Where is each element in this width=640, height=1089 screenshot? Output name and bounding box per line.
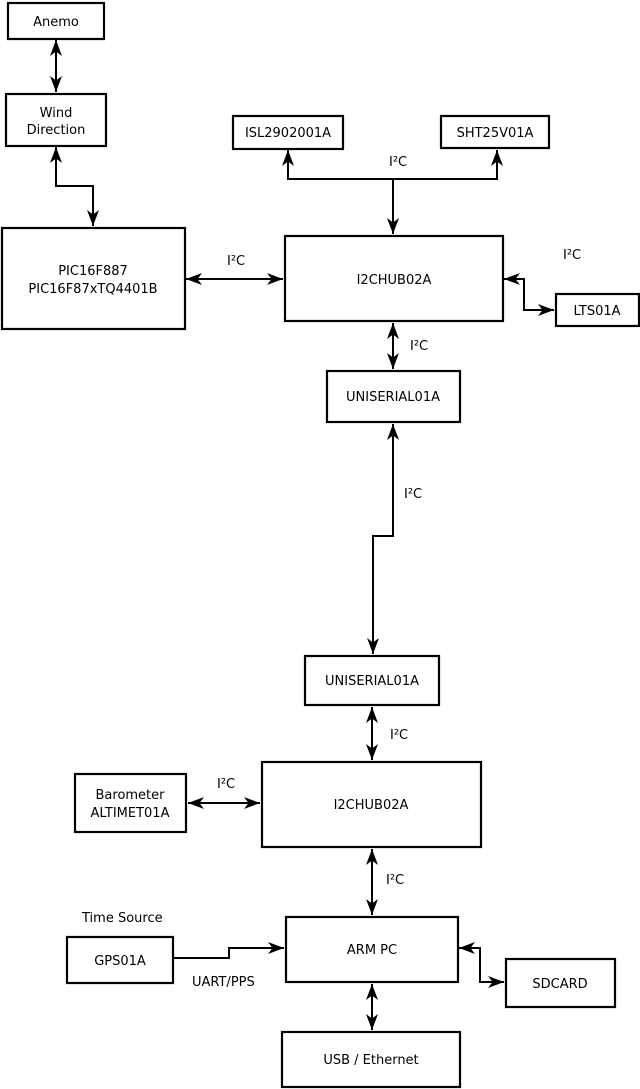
uniserial-bottom-box <box>303 654 441 707</box>
node-lts-sensor: LTS01A <box>554 292 640 328</box>
node-i2chub-bottom: I2CHUB02A <box>260 760 483 849</box>
wind-direction-box <box>4 92 108 148</box>
i2chub-bottom-label: I2CHUB02A <box>334 798 409 813</box>
i2chub-top-label: I2CHUB02A <box>357 273 432 288</box>
isl-sensor-label: ISL2902001A <box>245 126 331 141</box>
node-gps: GPS01A <box>65 935 175 985</box>
node-barometer: Barometer ALTIMET01A <box>73 772 188 834</box>
i2c-label-hub-uniserial-top: I²C <box>410 339 428 354</box>
barometer-label-line1: Barometer <box>96 788 166 803</box>
arm-pc-box <box>284 915 460 984</box>
sdcard-box <box>504 957 617 1009</box>
edge-armpc-sdcard <box>459 942 504 988</box>
gps-box <box>65 935 175 985</box>
pic-mcu-box <box>0 226 187 331</box>
lts-sensor-label: LTS01A <box>573 304 620 319</box>
barometer-box <box>73 772 188 834</box>
i2c-label-hub-armpc: I²C <box>386 873 404 888</box>
gps-label: GPS01A <box>94 954 146 969</box>
edge-uniserial-top-uniserial-bottom <box>367 424 399 654</box>
node-pic-mcu: PIC16F887 PIC16F87xTQ4401B <box>0 226 187 331</box>
i2chub-bottom-box <box>260 760 483 849</box>
uart-pps-label: UART/PPS <box>192 975 255 990</box>
usb-ethernet-box <box>280 1030 462 1089</box>
i2chub-top-box <box>283 234 505 323</box>
edge-gps-armpc <box>173 942 284 959</box>
node-sht-sensor: SHT25V01A <box>439 114 551 150</box>
sdcard-label: SDCARD <box>532 977 587 992</box>
node-isl-sensor: ISL2902001A <box>231 114 345 151</box>
uniserial-bottom-label: UNISERIAL01A <box>325 674 419 689</box>
uniserial-top-box <box>325 369 462 424</box>
wind-direction-label-line2: Direction <box>27 123 86 138</box>
node-wind-direction: Wind Direction <box>4 92 108 148</box>
pic-mcu-label-line1: PIC16F887 <box>58 264 128 279</box>
node-uniserial-bottom: UNISERIAL01A <box>303 654 441 707</box>
i2c-label-hub-lts: I²C <box>563 248 581 263</box>
time-source-label: Time Source <box>81 911 163 926</box>
anemo-label: Anemo <box>33 15 79 30</box>
edge-wind-direction-pic <box>50 147 99 226</box>
node-arm-pc: ARM PC <box>284 915 460 984</box>
i2c-label-pic-hub: I²C <box>227 254 245 269</box>
node-anemo: Anemo <box>6 1 106 41</box>
barometer-label-line2: ALTIMET01A <box>91 806 170 821</box>
i2c-label-sensor-bus: I²C <box>389 155 407 170</box>
uniserial-top-label: UNISERIAL01A <box>346 390 440 405</box>
wind-direction-label-line1: Wind <box>40 106 73 121</box>
node-sdcard: SDCARD <box>504 957 617 1009</box>
node-usb-ethernet: USB / Ethernet <box>280 1030 462 1089</box>
arm-pc-label: ARM PC <box>347 943 397 958</box>
node-uniserial-top: UNISERIAL01A <box>325 369 462 424</box>
node-i2chub-top: I2CHUB02A <box>283 234 505 323</box>
i2c-label-barometer-hub: I²C <box>217 777 235 792</box>
usb-ethernet-label: USB / Ethernet <box>323 1053 418 1068</box>
sht-sensor-label: SHT25V01A <box>457 126 534 141</box>
lts-sensor-box <box>554 292 640 328</box>
edge-i2chub-top-lts <box>504 273 554 316</box>
isl-sensor-box <box>231 114 345 151</box>
i2c-label-uniserial-link: I²C <box>404 487 422 502</box>
pic-mcu-label-line2: PIC16F87xTQ4401B <box>28 282 157 297</box>
anemo-box <box>6 1 106 41</box>
i2c-label-uniserial-hub-bottom: I²C <box>390 728 408 743</box>
sht-sensor-box <box>439 114 551 150</box>
